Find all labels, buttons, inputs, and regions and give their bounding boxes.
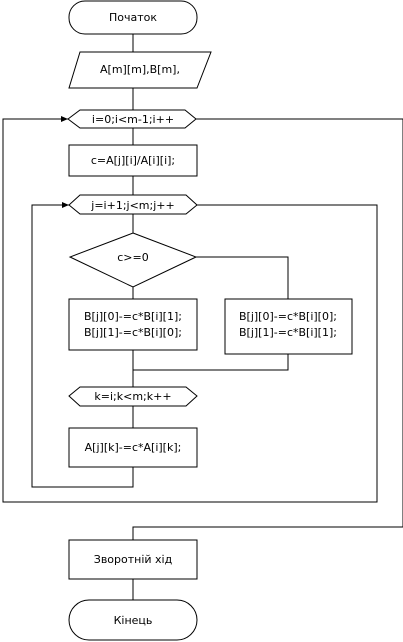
back-substitution-label: Зворотній хід <box>94 553 173 566</box>
loop-k-label: k=i;k<m;k++ <box>94 390 171 403</box>
start-label: Початок <box>109 11 157 24</box>
branch-no-line-1: B[j][0]-=c*B[i][0]; <box>239 310 337 323</box>
branch-yes-line-1: B[j][0]-=c*B[i][1]; <box>84 310 182 323</box>
loop-i-label: i=0;i<m-1;i++ <box>92 113 174 126</box>
connector-arrows <box>61 116 69 208</box>
branch-yes-process: B[j][0]-=c*B[i][1]; B[j][1]-=c*B[i][0]; <box>68 298 198 351</box>
calc-a-process: A[j][k]-=c*A[i][k]; <box>68 427 198 468</box>
connector-lines <box>2 34 403 600</box>
loop-j-label: j=i+1;j<m;j++ <box>90 199 174 212</box>
condition-label: c>=0 <box>117 251 148 264</box>
branch-no-process: B[j][0]-=c*B[i][0]; B[j][1]-=c*B[i][1]; <box>224 298 353 355</box>
calc-c-label: c=A[j][i]/A[i][i]; <box>91 154 175 167</box>
back-substitution-process: Зворотній хід <box>68 539 198 580</box>
calc-c-process: c=A[j][i]/A[i][i]; <box>68 144 198 177</box>
loop-i-hexagon: i=0;i<m-1;i++ <box>67 109 197 129</box>
loop-k-hexagon: k=i;k<m;k++ <box>68 386 198 407</box>
loop-j-hexagon: j=i+1;j<m;j++ <box>68 194 198 215</box>
condition-decision: c>=0 <box>68 232 198 288</box>
end-terminal: Кінець <box>68 599 198 641</box>
calc-a-label: A[j][k]-=c*A[i][k]; <box>85 441 182 454</box>
input-label: A[m][m],B[m], <box>100 63 180 76</box>
input-parallelogram: A[m][m],B[m], <box>68 51 212 89</box>
branch-yes-line-2: B[j][1]-=c*B[i][0]; <box>84 326 182 339</box>
start-terminal: Початок <box>68 0 198 35</box>
branch-no-line-2: B[j][1]-=c*B[i][1]; <box>239 326 337 339</box>
end-label: Кінець <box>114 614 153 627</box>
